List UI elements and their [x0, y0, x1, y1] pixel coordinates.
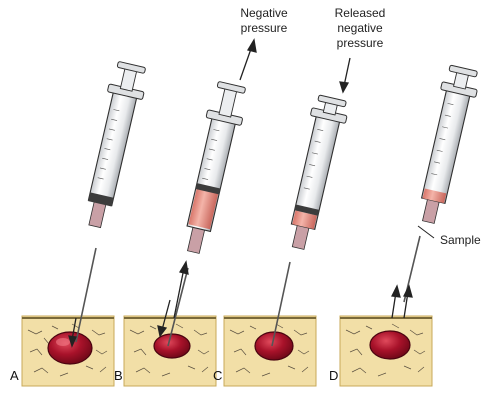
released-pressure-arrow	[339, 57, 351, 94]
tissue-block-c	[223, 315, 317, 387]
tissue-cells-c	[229, 323, 310, 377]
tissue-cells-b	[129, 323, 210, 377]
svg-text:Negative: Negative	[240, 6, 288, 20]
arrow-group-a	[68, 317, 77, 348]
sample-pointer	[417, 225, 435, 239]
needle-c	[271, 261, 291, 347]
negative-pressure-label: Negative pressure	[240, 6, 288, 35]
tissue-block-b	[123, 315, 217, 387]
needle-b	[167, 267, 189, 347]
syringe-c	[271, 94, 348, 347]
panel-letter-b: B	[114, 368, 123, 383]
tissue-block-d	[339, 315, 433, 387]
tissue-cells-d	[345, 323, 426, 377]
svg-text:pressure: pressure	[241, 21, 288, 35]
released-negative-pressure-label: Released negative pressure	[335, 6, 386, 50]
tissue-block-a	[21, 315, 115, 387]
needle-a	[75, 247, 97, 343]
svg-text:pressure: pressure	[337, 36, 384, 50]
panel-letter-c: C	[213, 368, 222, 383]
arrow-group-d	[391, 284, 413, 319]
panel-letter-d: D	[329, 368, 338, 383]
syringe-a	[75, 61, 146, 343]
syringe-d	[403, 64, 478, 303]
negative-pressure-arrow	[239, 38, 257, 81]
blood-sample-d	[422, 188, 447, 204]
blood-sample-c	[292, 210, 317, 230]
blood-sample-b	[188, 187, 219, 230]
lesion-b	[153, 333, 191, 359]
panel-letter-a: A	[10, 368, 19, 383]
sample-label: Sample	[440, 233, 481, 247]
syringe-b	[167, 81, 246, 347]
arrow-group-b	[157, 260, 189, 338]
lesion-d	[369, 330, 411, 360]
svg-text:Released: Released	[335, 6, 386, 20]
barrel-a	[87, 90, 138, 207]
barrel-d	[420, 88, 471, 205]
svg-text:negative: negative	[337, 21, 383, 35]
lesion-c	[254, 331, 294, 361]
